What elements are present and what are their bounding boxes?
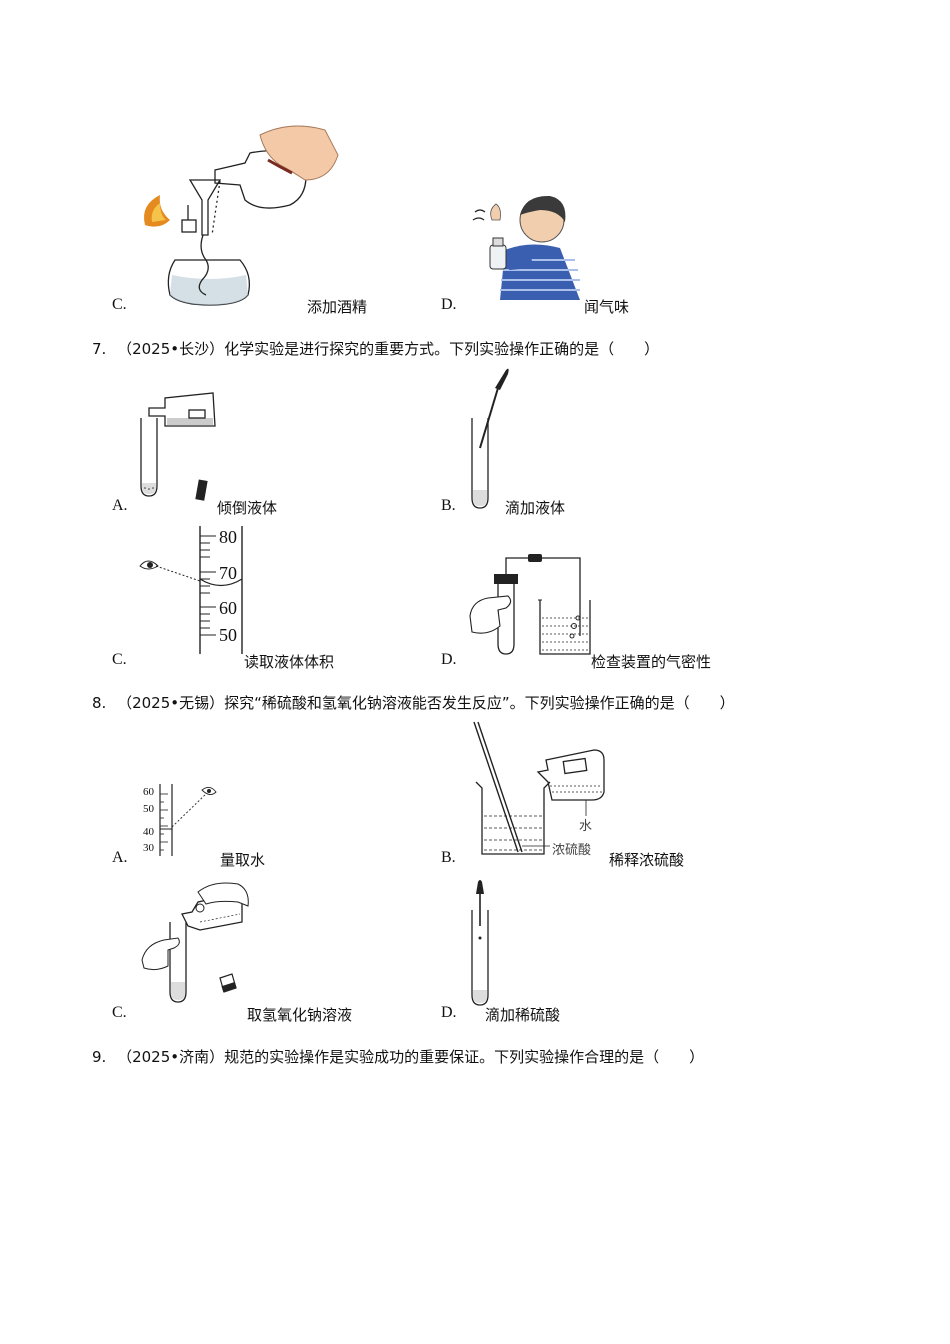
option-caption: 稀释浓硫酸 (609, 851, 685, 869)
option-caption: 闻气味 (584, 298, 630, 316)
option-caption: 滴加液体 (505, 499, 566, 517)
option-caption: 读取液体体积 (244, 653, 335, 671)
option-letter: A. (112, 849, 128, 866)
measure-water-illustration (159, 784, 217, 856)
question-text: （2025•长沙）化学实验是进行探究的重要方式。下列实验操作正确的是（ ） (117, 340, 660, 358)
add-alcohol-illustration (144, 125, 339, 306)
tick-label: 40 (143, 826, 154, 838)
option-caption: 取氢氧化钠溶液 (247, 1006, 353, 1024)
option-letter: C. (112, 296, 127, 313)
question-9-stem: 9. （2025•济南）规范的实验操作是实验成功的重要保证。下列实验操作合理的是… (92, 1046, 704, 1067)
read-volume-illustration (139, 526, 243, 654)
tick-label: 60 (143, 786, 154, 798)
question-text: （2025•济南）规范的实验操作是实验成功的重要保证。下列实验操作合理的是（ ） (117, 1048, 705, 1066)
drop-liquid-illustration (471, 368, 509, 509)
option-letter: C. (112, 651, 127, 668)
pour-liquid-illustration (140, 392, 216, 501)
question-number: 9. (92, 1048, 107, 1066)
tick-label: 80 (219, 527, 237, 547)
option-letter: B. (441, 497, 456, 514)
tick-label: 60 (219, 598, 237, 618)
question-text: （2025•无锡）探究“稀硫酸和氢氧化钠溶液能否发生反应”。下列实验操作正确的是… (117, 694, 735, 712)
option-letter: D. (441, 1004, 457, 1021)
question-number: 7. (92, 340, 107, 358)
option-caption: 倾倒液体 (217, 499, 278, 517)
tick-label: 30 (143, 842, 154, 854)
take-naoh-illustration (141, 882, 249, 1003)
option-caption: 量取水 (220, 851, 266, 869)
option-letter: D. (441, 296, 457, 313)
airtightness-check-illustration (469, 554, 591, 655)
dilute-acid-illustration (473, 721, 605, 855)
option-caption: 检查装置的气密性 (591, 653, 712, 671)
tick-label: 70 (219, 563, 237, 583)
tick-label: 50 (143, 803, 154, 815)
option-caption: 滴加稀硫酸 (485, 1006, 561, 1024)
option-letter: A. (112, 497, 128, 514)
option-caption: 添加酒精 (307, 298, 368, 316)
acid-label: 浓硫酸 (552, 843, 592, 858)
question-7-stem: 7. （2025•长沙）化学实验是进行探究的重要方式。下列实验操作正确的是（ ） (92, 338, 659, 359)
option-letter: D. (441, 651, 457, 668)
option-letter: B. (441, 849, 456, 866)
option-letter: C. (112, 1004, 127, 1021)
tick-label: 50 (219, 625, 237, 645)
smell-gas-illustration (472, 195, 580, 300)
question-number: 8. (92, 694, 107, 712)
question-8-stem: 8. （2025•无锡）探究“稀硫酸和氢氧化钠溶液能否发生反应”。下列实验操作正… (92, 692, 735, 713)
water-label: 水 (579, 819, 593, 834)
drop-dilute-acid-illustration (471, 880, 489, 1006)
